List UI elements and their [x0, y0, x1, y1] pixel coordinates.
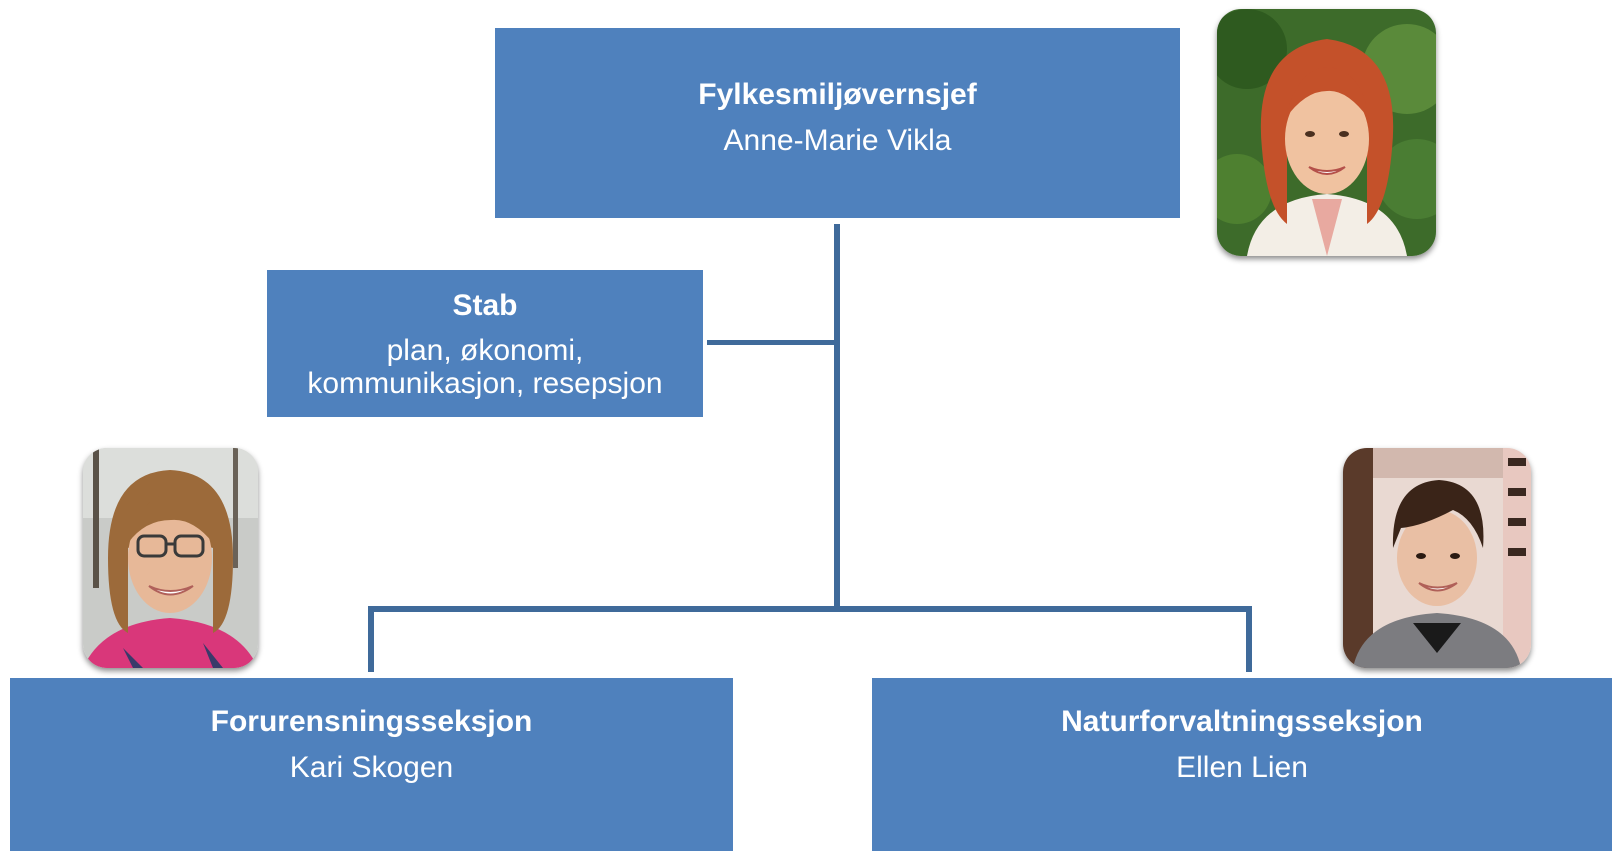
connector-right-section	[1246, 606, 1252, 672]
staff-description: plan, økonomi, kommunikasjon, resepsjon	[307, 334, 662, 400]
connector-main-vertical	[834, 224, 840, 612]
org-box-section-pollution: Forurensningsseksjon Kari Skogen	[10, 678, 733, 851]
section-title: Naturforvaltningsseksjon	[1061, 704, 1423, 738]
portrait-photo-pollution-leader	[83, 448, 258, 668]
section-leader-name: Kari Skogen	[289, 750, 454, 784]
portrait-photo-nature-leader	[1343, 448, 1531, 668]
section-title: Forurensningsseksjon	[210, 704, 533, 738]
section-leader-name: Ellen Lien	[1176, 750, 1308, 784]
portrait-photo-head	[1217, 9, 1436, 256]
head-name: Anne-Marie Vikla	[723, 124, 952, 157]
staff-title: Stab	[452, 288, 518, 322]
org-box-staff: Stab plan, økonomi, kommunikasjon, resep…	[267, 270, 703, 417]
org-box-head: Fylkesmiljøvernsjef Anne-Marie Vikla	[495, 28, 1180, 218]
staff-description-line1: plan, økonomi,	[386, 333, 584, 367]
head-title: Fylkesmiljøvernsjef	[698, 78, 977, 111]
connector-sections-horizontal	[368, 606, 1252, 612]
connector-stab	[707, 340, 837, 345]
staff-description-line2: kommunikasjon, resepsjon	[307, 366, 663, 400]
org-box-section-nature: Naturforvaltningsseksjon Ellen Lien	[872, 678, 1612, 851]
connector-left-section	[368, 606, 374, 672]
